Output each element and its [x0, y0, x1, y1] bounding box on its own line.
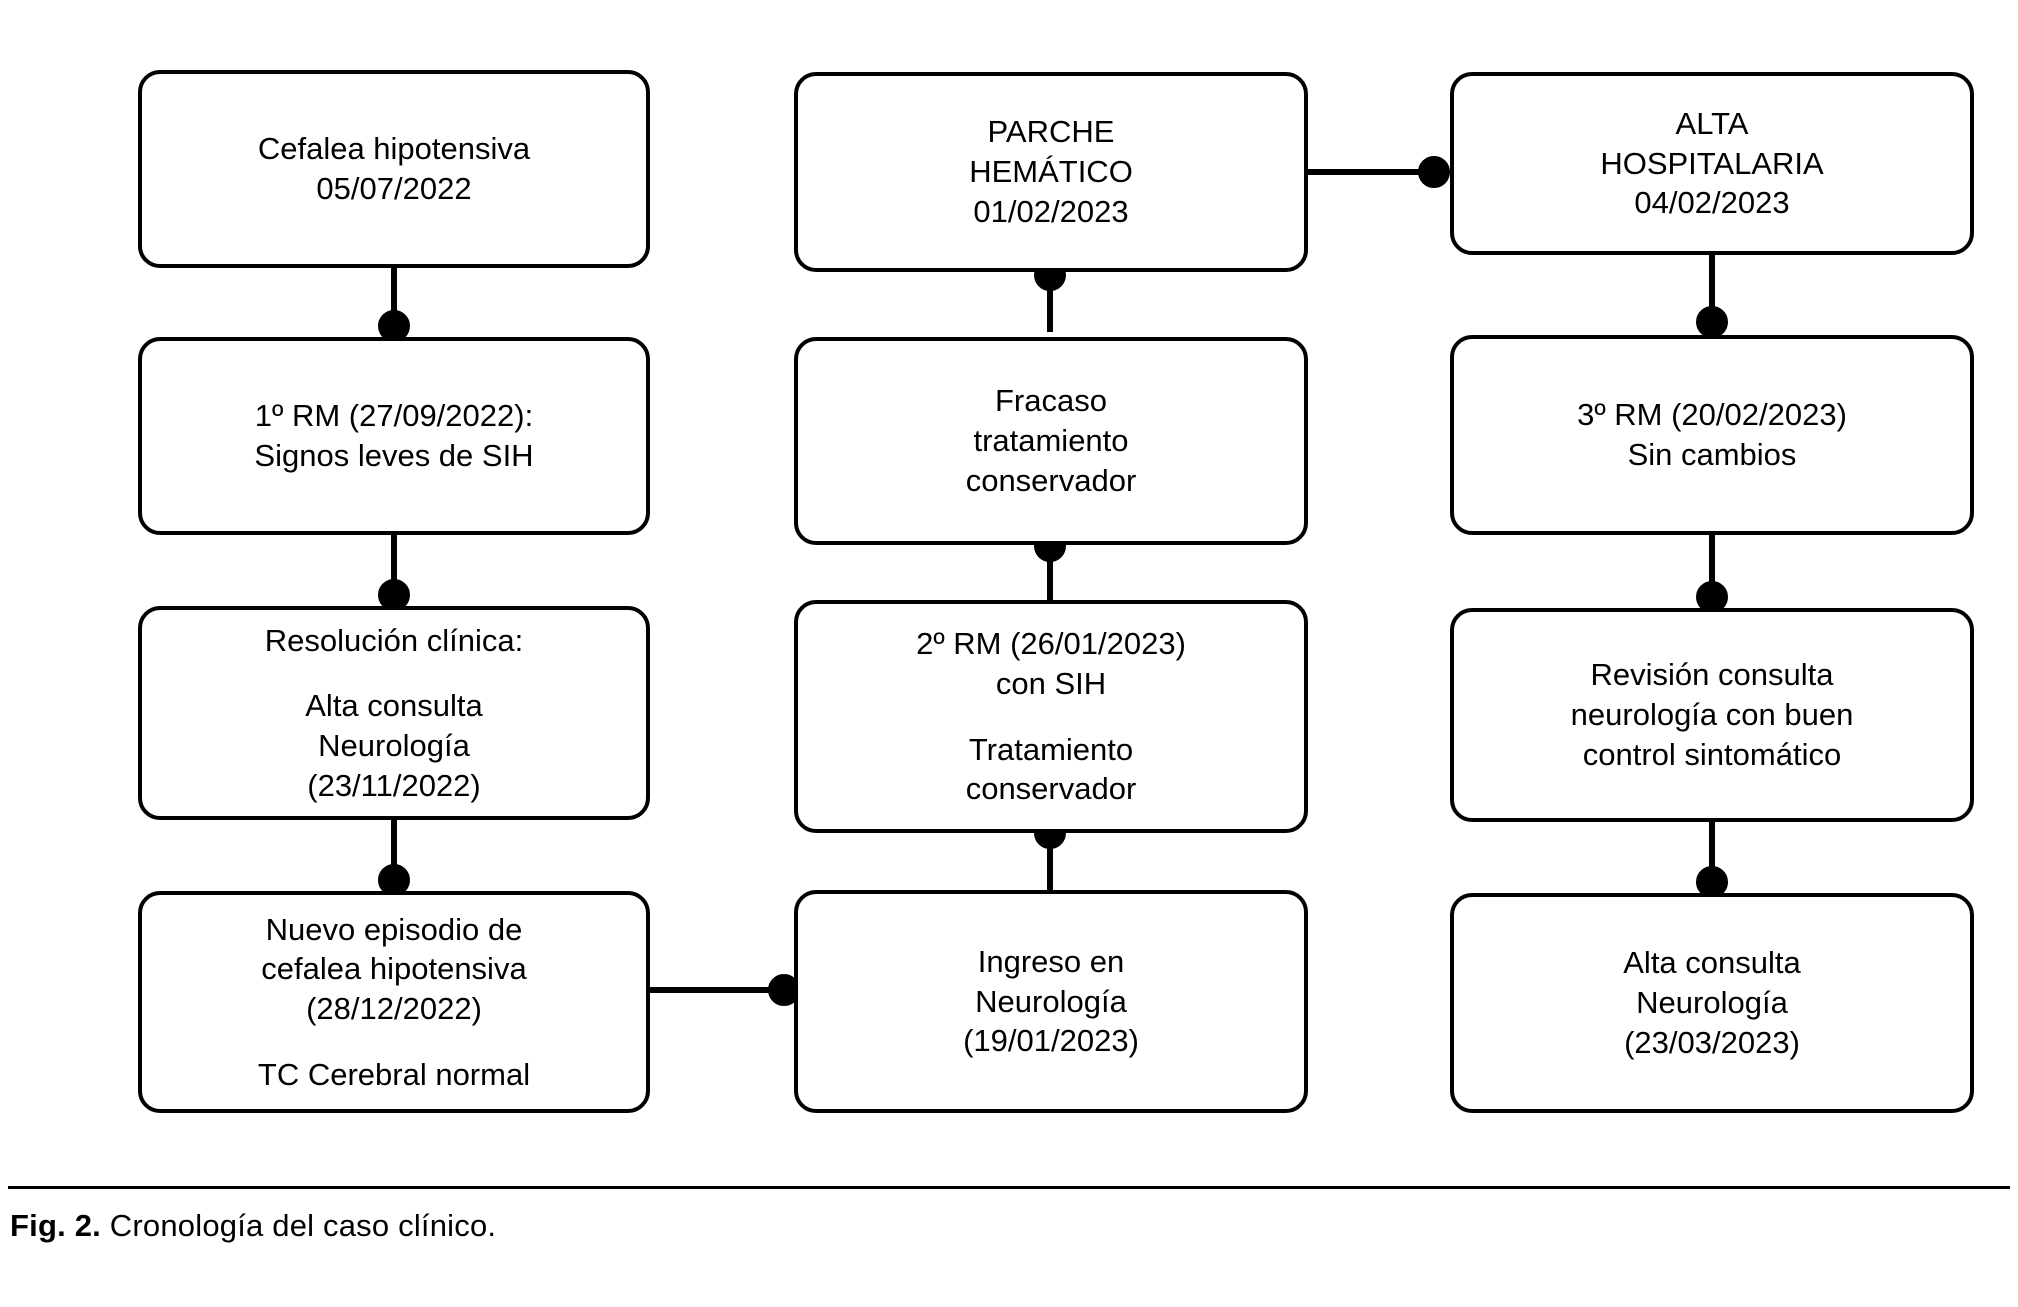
- node-line: 01/02/2023: [973, 193, 1129, 229]
- node-line: Sin cambios: [1627, 437, 1797, 472]
- node-alta-hospitalaria[interactable]: ALTA HOSPITALARIA 04/02/2023: [1450, 72, 1974, 255]
- node-segunda-rm[interactable]: 2º RM (26/01/2023) con SIH Tratamiento c…: [794, 600, 1308, 833]
- node-tercera-rm[interactable]: 3º RM (20/02/2023) Sin cambios: [1450, 335, 1974, 535]
- node-line: TC Cerebral normal: [257, 1056, 531, 1092]
- node-line: PARCHE: [987, 114, 1115, 150]
- node-line: (23/11/2022): [307, 767, 481, 803]
- node-line: (28/12/2022): [306, 991, 482, 1026]
- node-line: ALTA: [1675, 105, 1749, 141]
- node-line: Alta consulta: [1623, 945, 1801, 981]
- node-line: Neurología: [1636, 985, 1788, 1021]
- node-line: Neurología: [318, 728, 470, 763]
- node-line: (19/01/2023): [963, 1023, 1139, 1059]
- node-parche-hematico[interactable]: PARCHE HEMÁTICO 01/02/2023: [794, 72, 1308, 272]
- edge-n11-n12-endpoint: [1696, 866, 1728, 898]
- caption-text: Cronología del caso clínico.: [109, 1208, 497, 1243]
- node-fracaso-tratamiento[interactable]: Fracaso tratamiento conservador: [794, 337, 1308, 545]
- node-revision-consulta[interactable]: Revisión consulta neurología con buen co…: [1450, 608, 1974, 822]
- edge-n1-n2-endpoint: [378, 310, 410, 342]
- node-line: conservador: [965, 462, 1137, 498]
- node-resolucion-clinica[interactable]: Resolución clínica: Alta consulta Neurol…: [138, 606, 650, 820]
- node-nuevo-episodio[interactable]: Nuevo episodio de cefalea hipotensiva (2…: [138, 891, 650, 1113]
- node-primera-rm[interactable]: 1º RM (27/09/2022): Signos leves de SIH: [138, 337, 650, 535]
- node-line: HOSPITALARIA: [1600, 145, 1824, 181]
- node-line: HEMÁTICO: [969, 154, 1133, 190]
- node-line: cefalea hipotensiva: [261, 951, 527, 987]
- node-line: Alta consulta: [305, 688, 483, 724]
- node-line: tratamiento: [973, 423, 1129, 459]
- node-line: Neurología: [975, 983, 1127, 1019]
- caption-label: Fig. 2.: [10, 1208, 101, 1243]
- caption-divider: [8, 1186, 2010, 1189]
- node-line: Ingreso en: [977, 943, 1125, 979]
- edge-n9-n10-endpoint: [1696, 306, 1728, 338]
- node-line: Resolución clínica:: [264, 622, 524, 658]
- node-ingreso-neurologia[interactable]: Ingreso en Neurología (19/01/2023): [794, 890, 1308, 1113]
- edge-n2-n3-endpoint: [378, 579, 410, 611]
- edge-n3-n4-endpoint: [378, 864, 410, 896]
- node-line: (23/03/2023): [1624, 1024, 1800, 1060]
- node-alta-consulta-final[interactable]: Alta consulta Neurología (23/03/2023): [1450, 893, 1974, 1113]
- node-line: Fracaso: [995, 383, 1107, 419]
- node-line: conservador: [965, 771, 1137, 807]
- figure-caption: Fig. 2. Cronología del caso clínico.: [10, 1208, 496, 1244]
- node-line: 1º RM (27/09/2022):: [254, 398, 534, 434]
- node-line: control sintomático: [1582, 736, 1842, 772]
- node-line: 05/07/2022: [316, 171, 472, 206]
- node-line: Cefalea hipotensiva: [257, 131, 531, 167]
- node-line: 2º RM (26/01/2023): [916, 626, 1186, 662]
- node-line: 04/02/2023: [1634, 185, 1790, 221]
- flowchart-canvas: Cefalea hipotensiva 05/07/2022 1º RM (27…: [138, 70, 1974, 1113]
- node-line: con SIH: [995, 665, 1107, 701]
- node-line: Nuevo episodio de: [265, 911, 523, 947]
- edge-n5-n9-endpoint: [1418, 156, 1450, 188]
- edge-n10-n11-endpoint: [1696, 581, 1728, 613]
- node-line: Tratamiento: [968, 731, 1134, 767]
- node-line: Signos leves de SIH: [254, 438, 534, 473]
- node-line: Revisión consulta: [1590, 657, 1834, 693]
- node-line: neurología con buen: [1570, 697, 1854, 733]
- node-cefalea-hipotensiva[interactable]: Cefalea hipotensiva 05/07/2022: [138, 70, 650, 268]
- node-line: 3º RM (20/02/2023): [1577, 397, 1847, 433]
